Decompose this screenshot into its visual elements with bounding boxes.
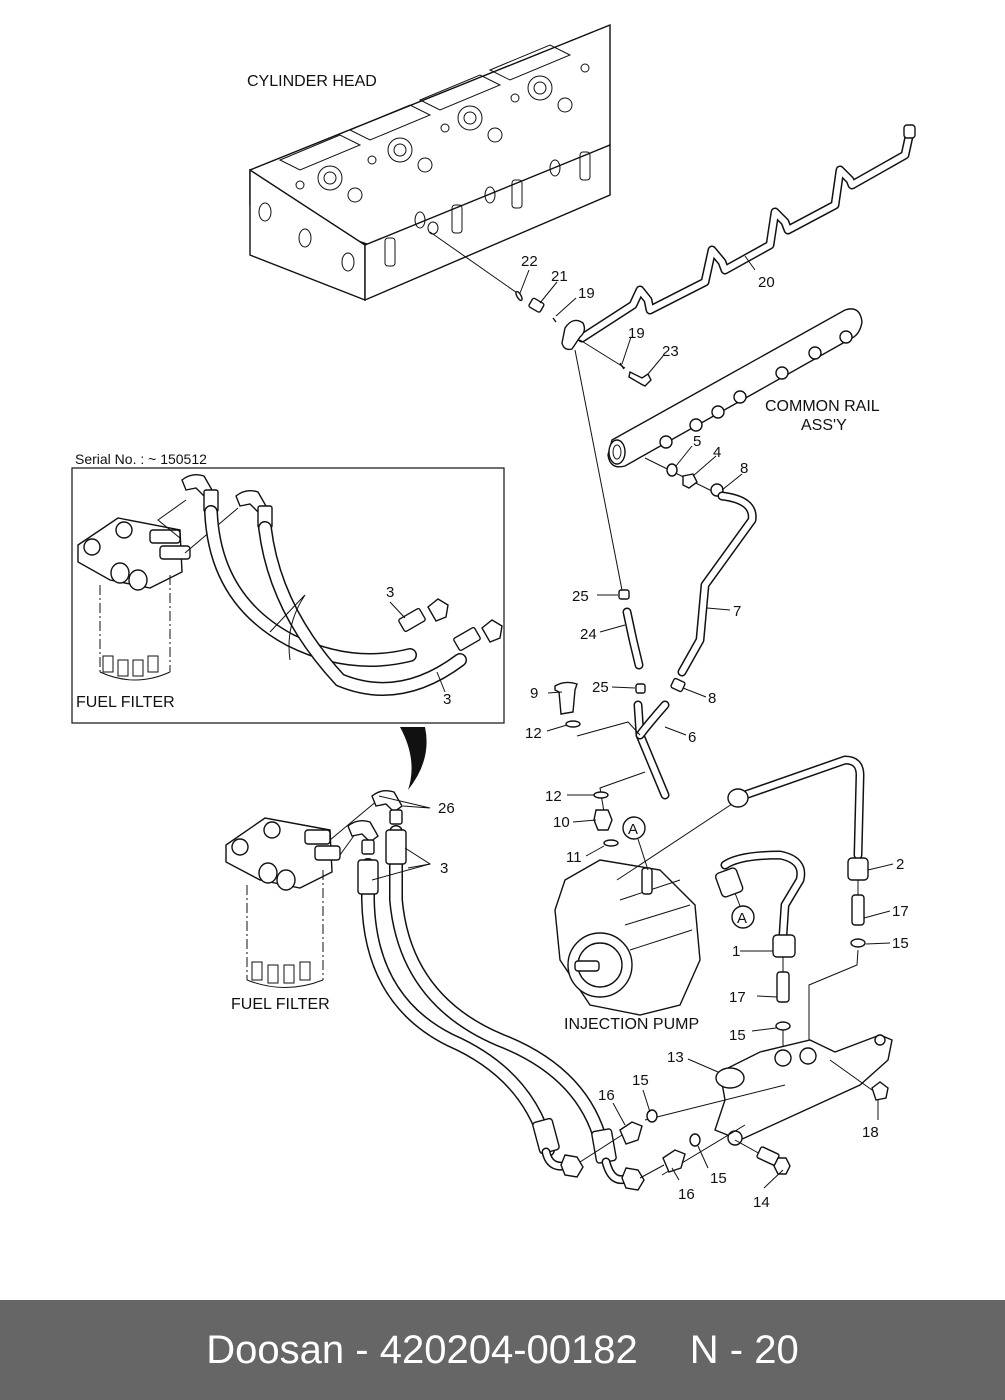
callout-24: 24 (580, 626, 597, 643)
banjo-fitting (561, 319, 586, 351)
callout-25: 25 (592, 679, 609, 696)
svg-text:A: A (628, 821, 638, 838)
callout-19: 19 (628, 325, 645, 342)
callout-6: 6 (688, 729, 696, 746)
callout-4: 4 (713, 444, 721, 461)
callout-9: 9 (530, 685, 538, 702)
label-common-rail-2: ASS'Y (801, 417, 847, 434)
label-fuel-filter-main: FUEL FILTER (231, 996, 330, 1013)
callout-12: 12 (545, 788, 562, 805)
callout-11: 11 (566, 849, 582, 866)
injection-pump (554, 859, 701, 1016)
cylinder-head (249, 23, 611, 302)
callout-19: 19 (578, 285, 595, 302)
callout-5: 5 (693, 433, 701, 450)
label-fuel-filter-inset: FUEL FILTER (76, 694, 175, 711)
label-injection-pump: INJECTION PUMP (564, 1016, 699, 1033)
callout-21: 21 (551, 268, 568, 285)
footer-brand: Doosan (206, 1327, 345, 1372)
callout-18: 18 (862, 1124, 879, 1141)
callout-15: 15 (632, 1072, 649, 1089)
callout-7: 7 (733, 603, 741, 620)
callout-17: 17 (892, 903, 909, 920)
inset-serial-box (71, 467, 505, 724)
callout-8: 8 (740, 460, 748, 477)
callout-23: 23 (662, 343, 679, 360)
detail-marker-a-2: A (731, 892, 755, 929)
footer-page-ref: N - 20 (689, 1327, 799, 1372)
label-common-rail-1: COMMON RAIL (765, 398, 880, 415)
detail-marker-a-1: A (622, 816, 649, 871)
footer-part-number: 420204-00182 (379, 1327, 638, 1372)
label-cylinder-head: CYLINDER HEAD (247, 73, 377, 90)
label-inset-serial: Serial No. : ~ 150512 (75, 451, 207, 467)
callout-3: 3 (440, 860, 448, 877)
common-rail (607, 308, 863, 468)
callout-8: 8 (708, 690, 716, 707)
callout-15: 15 (729, 1027, 746, 1044)
callout-2: 2 (896, 856, 904, 873)
callout-10: 10 (553, 814, 570, 831)
callout-26: 26 (438, 800, 455, 817)
callout-13: 13 (667, 1049, 684, 1066)
callout-22: 22 (521, 253, 538, 270)
callout-14: 14 (753, 1194, 770, 1211)
callout-25: 25 (572, 588, 589, 605)
small-parts-top (515, 290, 652, 387)
footer-separator: - (355, 1327, 369, 1372)
svg-text:A: A (737, 910, 747, 927)
footer-bar: Doosan - 420204-00182 N - 20 (0, 1300, 1005, 1400)
bracket-13 (714, 1034, 893, 1146)
callout-12: 12 (525, 725, 542, 742)
fuel-filter-main (225, 817, 341, 988)
callout-20: 20 (758, 274, 775, 291)
callout-17: 17 (729, 989, 746, 1006)
callout-15: 15 (892, 935, 909, 952)
callout-3: 3 (443, 691, 451, 708)
inset-pointer-arrow (400, 727, 427, 790)
fuel-hoses-3 (357, 825, 665, 1191)
parts-diagram: CYLINDER HEAD COMMON RAIL ASS'Y (71, 23, 916, 1211)
callout-leaders (371, 255, 894, 1189)
callout-1: 1 (732, 943, 740, 960)
callout-3: 3 (386, 584, 394, 601)
callout-15: 15 (710, 1170, 727, 1187)
return-pipe-20 (577, 124, 916, 343)
callout-16: 16 (598, 1087, 615, 1104)
callout-numbers: 22 21 19 19 23 20 5 4 8 25 24 7 9 25 8 1… (386, 253, 909, 1211)
callout-16: 16 (678, 1186, 695, 1203)
